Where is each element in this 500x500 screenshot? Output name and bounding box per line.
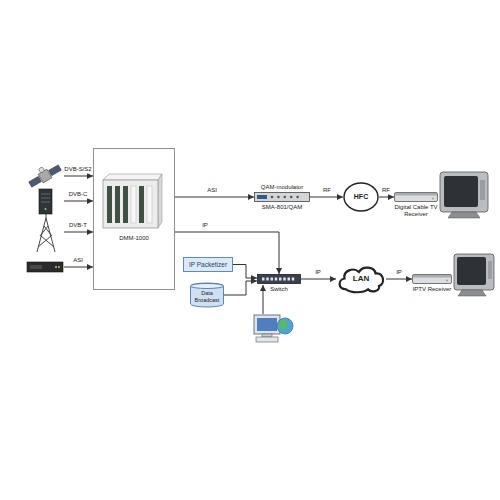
node-label: LAN [353, 274, 369, 284]
tv-icon [454, 254, 494, 296]
signal-arrow [175, 232, 279, 274]
edge-label: IP [395, 269, 403, 276]
signal-arrow [301, 279, 336, 280]
signal-name: DVB-S/S2 [63, 166, 92, 173]
process-box: IP Packetizer [183, 257, 233, 272]
signal-name: ASI [72, 257, 84, 264]
signal-arrow [233, 265, 257, 279]
computer-icon [254, 285, 293, 342]
lan-cloud: LAN [336, 265, 386, 293]
edge-label: ASI [206, 187, 218, 194]
hfc-circle: HFC [343, 182, 379, 212]
node-label: QAM-modulator [261, 184, 303, 191]
node-label: HFC [354, 193, 368, 201]
edge-label: IP [314, 269, 322, 276]
dmm-chassis [103, 174, 162, 228]
signal-arrow [386, 279, 412, 280]
satellite-icon [26, 159, 63, 189]
tv-icon [440, 172, 488, 218]
node-label: Data Broadcast [192, 290, 222, 303]
signal-arrow [379, 197, 394, 198]
database-cylinder: Data Broadcast [190, 283, 224, 307]
node-label: Digital Cable TV Receiver [394, 204, 438, 218]
qam-modulator: QAM-modulatorSMA-801/QAM [254, 184, 310, 211]
signal-name: DVB-T [68, 222, 88, 229]
node-label: Switch [270, 286, 288, 293]
edge-label: IP [201, 222, 209, 229]
node-label: SMA-801/QAM [262, 204, 302, 211]
antenna-tower-icon [37, 214, 55, 252]
signal-arrow [175, 197, 254, 198]
node-label: DMM-1000 [119, 235, 149, 242]
node-label: IPTV Receiver [413, 286, 452, 293]
node-label: IP Packetizer [189, 261, 227, 269]
signal-arrow [224, 281, 257, 295]
device-chassis-box: DMM-1000 [93, 148, 175, 290]
iptv-receiver: IPTV Receiver [412, 274, 452, 293]
signal-name: DVB-C [68, 191, 89, 198]
edge-label: RF [381, 187, 391, 194]
network-switch: Switch [257, 274, 301, 293]
edge-label: RF [322, 187, 332, 194]
input-wire [64, 176, 93, 267]
rack-device-icon [27, 262, 63, 272]
receiver-box: Digital Cable TV Receiver [394, 192, 438, 218]
signal-arrow [310, 197, 343, 198]
server-tower-icon [39, 189, 52, 214]
